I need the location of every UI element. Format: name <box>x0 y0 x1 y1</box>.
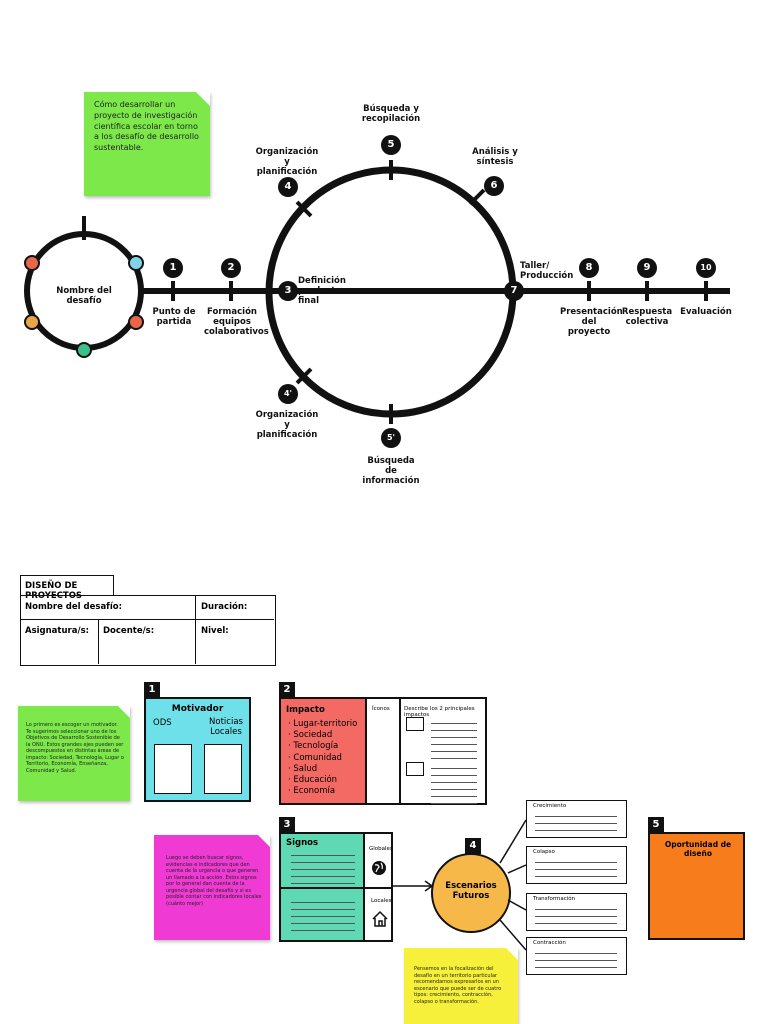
duration-field[interactable]: Duración: <box>201 602 248 612</box>
impact-box: Impacto · Lugar-territorio· Sociedad· Te… <box>279 697 487 805</box>
scenario-connectors <box>499 819 527 951</box>
impact-item: · Comunidad <box>288 752 342 763</box>
impact-item: · Salud <box>288 763 318 774</box>
sticky-note-motivator: Lo primero es escoger un motivador. Te s… <box>18 706 130 801</box>
arrow-to-scenarios <box>393 880 434 892</box>
step-marker: 4' <box>278 384 298 404</box>
signs-box: Signos Globales Locales <box>279 832 393 942</box>
sticky-note-intro: Cómo desarrollar un proyecto de investig… <box>84 92 210 196</box>
impact-item: · Sociedad <box>288 730 333 741</box>
impact-item: · Lugar-territorio <box>288 719 358 729</box>
challenge-dot <box>24 255 40 271</box>
step-label: Organización y planificación <box>255 147 319 178</box>
box3-number: 3 <box>279 817 295 833</box>
scenario-box[interactable]: Crecimiento <box>526 800 627 838</box>
sticky-note-scenarios: Pensemos en la focalización del desafío … <box>404 948 518 1024</box>
scenario-box[interactable]: Transformación <box>526 893 627 931</box>
ods-label: ODS <box>153 718 172 728</box>
intro-text: Cómo desarrollar un proyecto de investig… <box>94 100 199 153</box>
design-opportunity-title: Oportunidad de diseño <box>664 840 732 858</box>
sticky-note-signs: Luego se deben buscar signos, evidencias… <box>154 835 270 940</box>
scenario-label: Colapso <box>533 849 555 855</box>
step-label: Punto de partida <box>152 307 196 328</box>
step-label: Búsqueda de información <box>362 456 420 487</box>
process-diagram: Cómo desarrollar un proyecto de investig… <box>0 0 768 500</box>
signs-title: Signos <box>286 838 319 848</box>
step-marker: 3 <box>278 281 298 301</box>
teacher-field[interactable]: Docente/s: <box>103 626 155 636</box>
level-field[interactable]: Nivel: <box>201 626 229 636</box>
project-design-form: DISEÑO DE PROYECTOS Nombre del desafío: … <box>20 575 276 666</box>
motivator-box: Motivador ODS Noticias Locales <box>144 697 251 802</box>
box5-number: 5 <box>648 817 664 833</box>
step-label: Formación equipos colaborativos <box>204 307 269 338</box>
impact-item: · Educación <box>288 775 338 786</box>
subject-field[interactable]: Asignatura/s: <box>25 626 90 636</box>
news-card[interactable] <box>204 744 242 794</box>
step-label: Respuesta colectiva <box>621 307 673 328</box>
step-label: Evaluación <box>680 307 732 317</box>
step-label: Taller/ Producción <box>520 261 574 282</box>
form-title: DISEÑO DE PROYECTOS <box>20 575 114 601</box>
process-diagram-lines <box>24 160 730 424</box>
step-label: Búsqueda y recopilación <box>361 104 421 125</box>
challenge-dot <box>76 342 92 358</box>
step-label: Organización y planificación <box>255 410 319 441</box>
impact-item: · Economía <box>288 786 336 797</box>
step-marker: 7 <box>504 281 524 301</box>
step-marker: 10 <box>696 258 716 278</box>
challenge-dot <box>128 255 144 271</box>
signs-hint: Luego se deben buscar signos, evidencias… <box>166 855 262 907</box>
future-scenarios-title: Escenarios Futuros <box>445 881 497 902</box>
motivator-title: Motivador <box>171 704 224 714</box>
step-marker: 4 <box>278 177 298 197</box>
step-marker: 2 <box>221 258 241 278</box>
challenge-dot <box>128 314 144 330</box>
house-icon <box>371 910 389 928</box>
box1-number: 1 <box>144 682 160 698</box>
impact-list: · Lugar-territorio· Sociedad· Tecnología… <box>288 719 357 798</box>
challenge-dot <box>24 314 40 330</box>
icons-label: Íconos <box>372 706 390 712</box>
box2-number: 2 <box>279 682 295 698</box>
scenario-label: Crecimiento <box>533 803 567 809</box>
step-marker: 5' <box>381 428 401 448</box>
describe-label: Describe los 2 principales impactos <box>404 706 475 718</box>
local-label: Locales <box>371 898 392 904</box>
box4-number: 4 <box>465 838 481 854</box>
step-label: Presentación del proyecto <box>560 307 623 338</box>
step-marker: 6 <box>484 176 504 196</box>
challenge-name-label: Nombre del desafío <box>56 286 112 307</box>
scenario-box[interactable]: Colapso <box>526 846 627 884</box>
step-marker: 5 <box>381 135 401 155</box>
scenarios-hint: Pensemos en la focalización del desafío … <box>414 966 502 1005</box>
impact-title: Impacto <box>286 705 325 715</box>
challenge-field[interactable]: Nombre del desafío: <box>25 602 123 612</box>
ods-card[interactable] <box>154 744 192 794</box>
globe-icon <box>371 860 387 876</box>
impact-item: · Tecnología <box>288 741 339 752</box>
scenario-label: Transformación <box>533 896 576 902</box>
scenario-box[interactable]: Contracción <box>526 937 627 975</box>
step-label: Definición producto final <box>298 276 346 307</box>
news-label: Noticias Locales <box>209 717 243 737</box>
step-marker: 8 <box>579 258 599 278</box>
step-marker: 1 <box>163 258 183 278</box>
design-opportunity-box: Oportunidad de diseño <box>648 832 745 940</box>
step-label: Análisis y síntesis <box>472 147 518 168</box>
step-marker: 9 <box>637 258 657 278</box>
global-label: Globales <box>369 846 393 852</box>
scenario-label: Contracción <box>533 940 566 946</box>
motivator-hint: Lo primero es escoger un motivador. Te s… <box>26 722 124 774</box>
future-scenarios-circle: Escenarios Futuros <box>431 853 511 933</box>
